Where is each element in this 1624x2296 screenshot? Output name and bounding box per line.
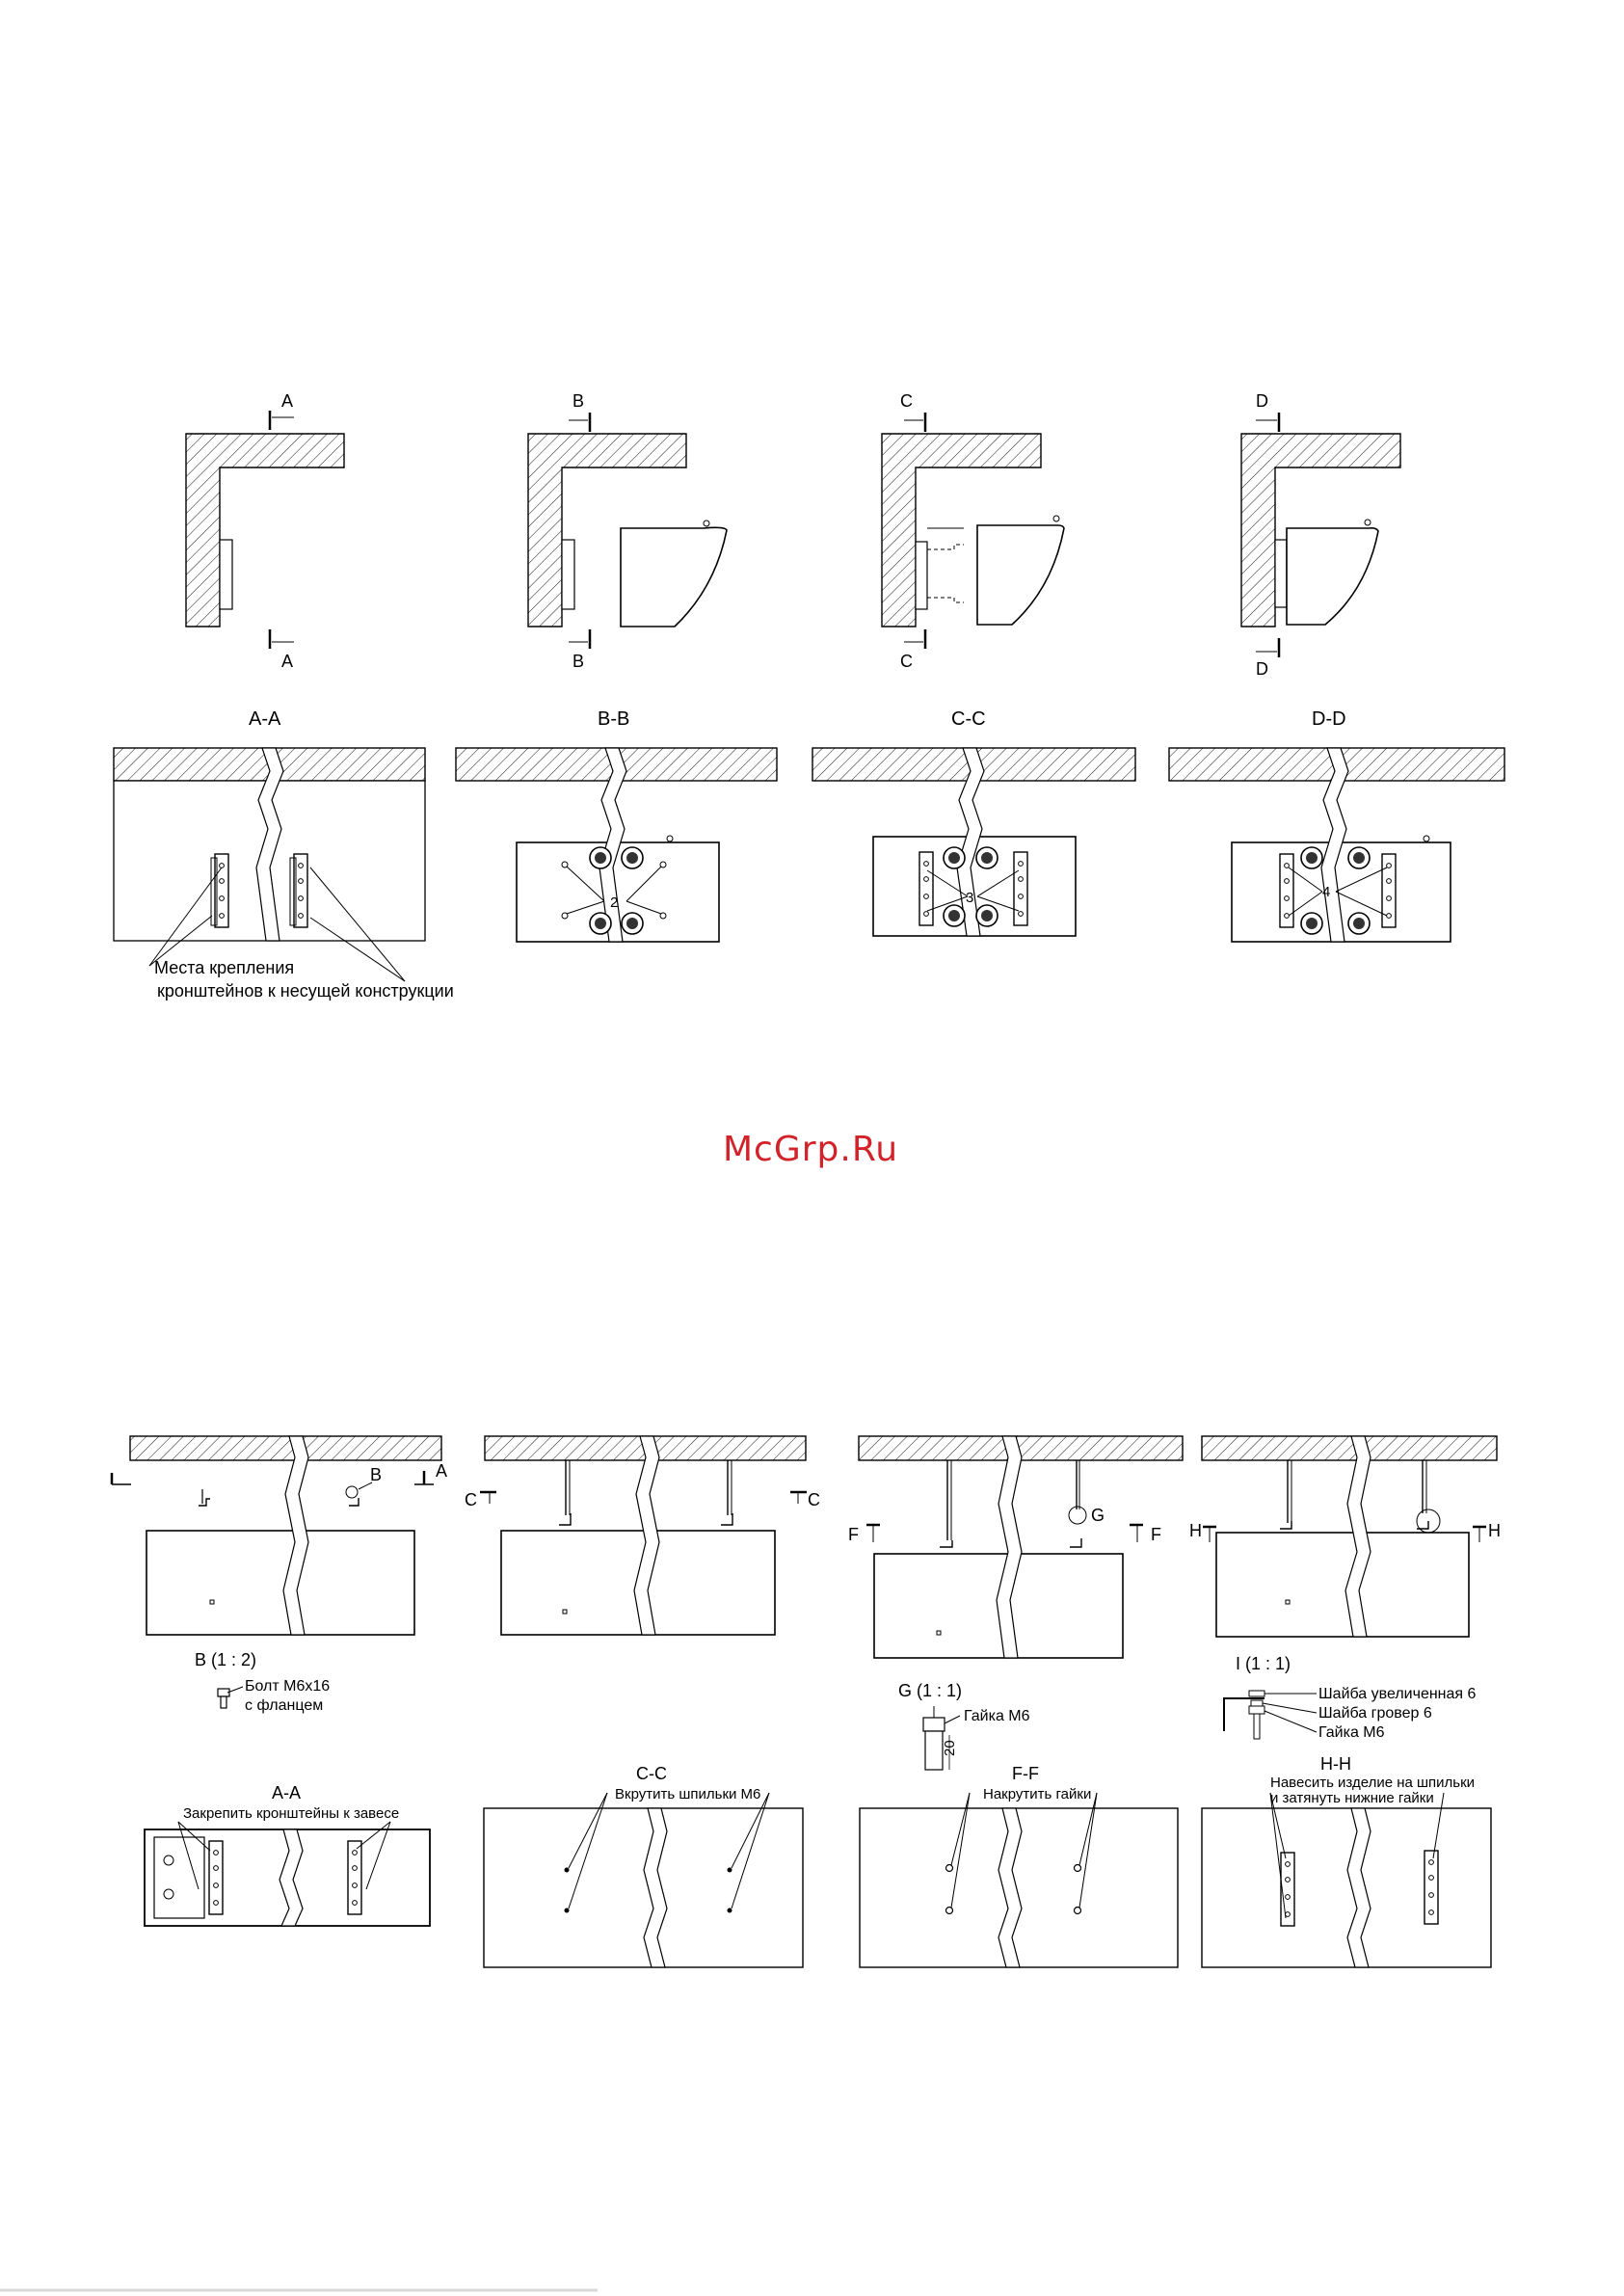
ceiling-section-a-a: A-A Закрепить кронштейны к завесе xyxy=(144,1783,431,1927)
callout-4: 4 xyxy=(1322,884,1330,900)
callout-3: 3 xyxy=(966,890,973,906)
section-a-a: Места крепления кронштейнов к несущей ко… xyxy=(113,747,454,1001)
section-marker-d-top: D xyxy=(1256,391,1268,411)
section-marker-c-left: C xyxy=(465,1490,477,1509)
section-marker-a-top: A xyxy=(281,391,293,411)
wall-view-c: C C xyxy=(881,391,1065,671)
section-marker-b-bottom: B xyxy=(572,652,584,671)
section-title-b-b: B-B xyxy=(598,708,629,730)
section-b-b: 2 xyxy=(455,747,778,943)
ceiling-section-f-f: F-F Накрутить гайки xyxy=(859,1764,1179,1968)
ceiling-section-note-a-a: Закрепить кронштейны к завесе xyxy=(183,1805,399,1822)
detail-b: B (1 : 2) Болт М6х16 с фланцем xyxy=(195,1650,330,1714)
ceiling-section-note-h-h-line2: и затянуть нижние гайки xyxy=(1270,1790,1434,1806)
section-marker-h-left: H xyxy=(1189,1521,1202,1540)
ceiling-section-h-h: H-H Навесить изделие на шпильки и затяну… xyxy=(1201,1754,1492,1968)
section-marker-c-right: C xyxy=(808,1490,820,1509)
note-fastening-line1: Места крепления xyxy=(154,958,294,977)
detail-i: I (1 : 1) Шайба увеличенная 6 Шайба гров… xyxy=(1223,1654,1477,1741)
detail-b-title: B (1 : 2) xyxy=(195,1650,256,1669)
section-marker-a-ceiling: A xyxy=(436,1461,447,1481)
section-marker-c-bottom: C xyxy=(900,652,913,671)
section-d-d: 4 xyxy=(1168,747,1505,943)
detail-i-washer-large: Шайба увеличенная 6 xyxy=(1318,1686,1477,1702)
detail-b-line1: Болт М6х16 xyxy=(245,1678,330,1695)
ceiling-section-title-c-c: C-C xyxy=(636,1764,667,1783)
section-marker-b-top: B xyxy=(572,391,584,411)
watermark: McGrp.Ru xyxy=(723,1130,898,1169)
wall-view-b: B B xyxy=(527,391,728,671)
detail-marker-g: G xyxy=(1091,1506,1105,1525)
detail-g-dimension: 20 xyxy=(942,1740,958,1756)
section-c-c: 3 xyxy=(812,747,1136,937)
section-marker-f-left: F xyxy=(848,1525,859,1544)
detail-i-washer-spring: Шайба гровер 6 xyxy=(1318,1705,1432,1722)
ceiling-view-3: G F F xyxy=(848,1435,1184,1659)
ceiling-view-2: C C xyxy=(465,1435,820,1636)
detail-b-line2: с фланцем xyxy=(245,1697,323,1714)
ceiling-section-title-a-a: A-A xyxy=(272,1783,301,1802)
detail-g-label: Гайка М6 xyxy=(964,1708,1030,1724)
section-marker-a-bottom: A xyxy=(281,652,293,671)
ceiling-section-note-f-f: Накрутить гайки xyxy=(983,1786,1091,1802)
ceiling-section-title-h-h: H-H xyxy=(1320,1754,1351,1774)
wall-view-d: D D xyxy=(1240,391,1401,679)
ceiling-view-1: B A xyxy=(110,1435,447,1636)
detail-g-title: G (1 : 1) xyxy=(898,1681,962,1700)
callout-2: 2 xyxy=(610,894,618,911)
ceiling-section-c-c: C-C Вкрутить шпильки М6 xyxy=(483,1764,804,1968)
ceiling-section-note-h-h-line1: Навесить изделие на шпильки xyxy=(1270,1775,1475,1791)
section-title-c-c: C-C xyxy=(951,708,986,730)
detail-i-title: I (1 : 1) xyxy=(1236,1654,1291,1673)
ceiling-section-title-f-f: F-F xyxy=(1012,1764,1039,1783)
section-title-d-d: D-D xyxy=(1312,708,1346,730)
detail-i-nut: Гайка М6 xyxy=(1318,1724,1385,1741)
detail-g: G (1 : 1) Гайка М6 20 xyxy=(898,1681,1030,1771)
ceiling-section-note-c-c: Вкрутить шпильки М6 xyxy=(615,1786,760,1802)
section-marker-f-right: F xyxy=(1151,1525,1161,1544)
note-fastening-line2: кронштейнов к несущей конструкции xyxy=(157,981,454,1001)
section-title-a-a: A-A xyxy=(249,708,281,730)
wall-view-a: A A xyxy=(185,391,345,671)
section-marker-c-top: C xyxy=(900,391,913,411)
section-marker-d-bottom: D xyxy=(1256,659,1268,679)
ceiling-view-4: H H xyxy=(1189,1435,1501,1638)
section-marker-h-right: H xyxy=(1488,1521,1501,1540)
detail-marker-b: B xyxy=(370,1465,382,1484)
